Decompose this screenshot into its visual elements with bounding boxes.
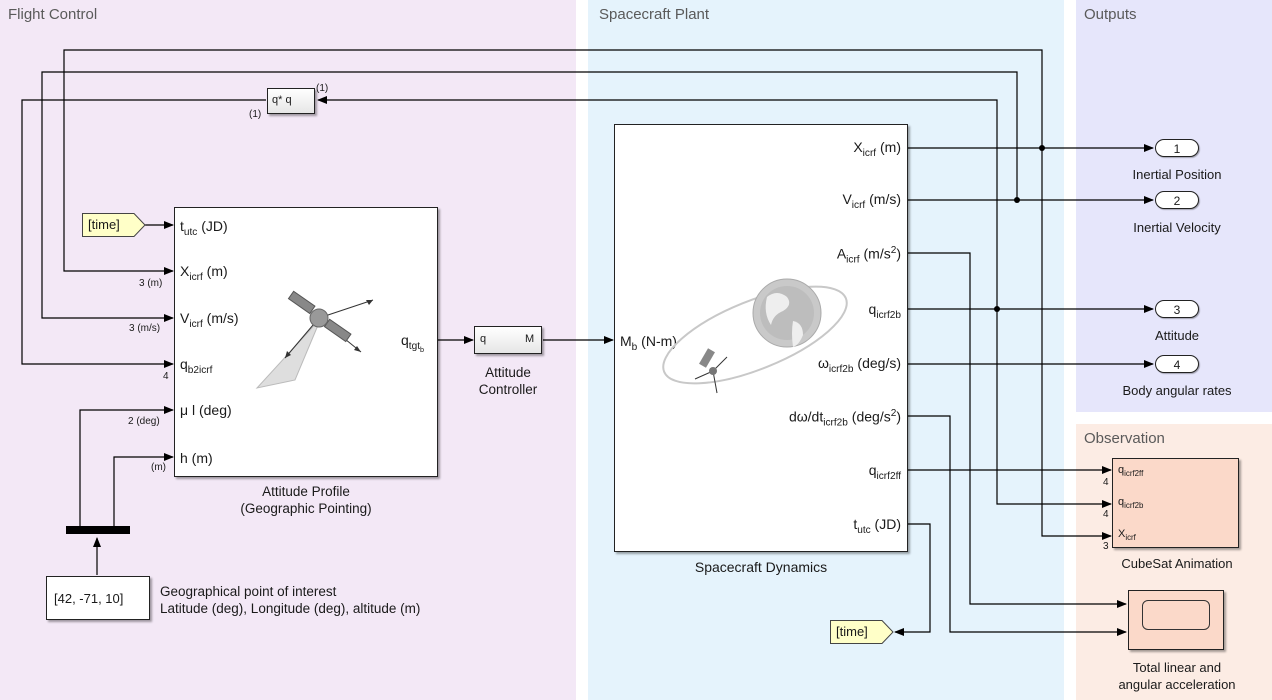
acceleration-scope-block[interactable]: [1128, 590, 1224, 650]
attitude-controller-caption: Attitude Controller: [468, 364, 548, 398]
satellite-pointing-icon: [245, 288, 385, 398]
poi-constant-block[interactable]: [42, -71, 10]: [46, 576, 150, 620]
quaternion-conjugate-block[interactable]: q* q: [267, 88, 315, 114]
time-goto-tag[interactable]: [time]: [830, 620, 894, 644]
time-from-tag[interactable]: [time]: [82, 213, 146, 237]
demux-bar: [66, 526, 130, 534]
anim-dim-qff: 4: [1103, 477, 1109, 488]
outport-inertial-position-label: Inertial Position: [1100, 166, 1254, 183]
profile-in-lat: μ l (deg): [180, 402, 232, 418]
dim-q: 4: [163, 371, 169, 382]
profile-out-qtgt: qtgtb: [401, 332, 424, 354]
spacecraft-dynamics-caption: Spacecraft Dynamics: [654, 559, 868, 576]
controller-out-m: M: [525, 333, 534, 345]
cubesat-animation-block[interactable]: qicrf2ff qicrf2b Xicrf: [1112, 458, 1239, 548]
outport-inertial-position[interactable]: 1: [1155, 139, 1199, 157]
anim-in-qb: qicrf2b: [1118, 496, 1143, 510]
outport-inertial-velocity-label: Inertial Velocity: [1100, 219, 1254, 236]
dyn-out-x: Xicrf (m): [853, 139, 901, 159]
junction-x: [1039, 145, 1045, 151]
acc-lin-line: [907, 253, 1126, 604]
poi-note: Geographical point of interest Latitude …: [160, 583, 420, 617]
profile-in-tutc: tutc (JD): [180, 218, 228, 238]
profile-in-q: qb2icrf: [180, 356, 212, 376]
dyn-out-a: Aicrf (m/s2): [837, 245, 901, 265]
anim-qb-line: [997, 309, 1111, 504]
outport-body-rates-label: Body angular rates: [1100, 382, 1254, 399]
junction-q: [994, 306, 1000, 312]
dim-h: (m): [151, 462, 166, 473]
dyn-out-q: qicrf2b: [869, 301, 901, 321]
acc-ang-line: [907, 416, 1126, 632]
anim-dim-qb: 4: [1103, 509, 1109, 520]
profile-in-v: Vicrf (m/s): [180, 310, 239, 330]
dim-x: 3 (m): [139, 278, 162, 289]
poi-constant-value: [42, -71, 10]: [54, 591, 123, 606]
controller-in-q: q: [480, 333, 486, 345]
dyn-out-v: Vicrf (m/s): [842, 191, 901, 211]
dim-lat: 2 (deg): [128, 416, 160, 427]
profile-in-h: h (m): [180, 450, 213, 466]
dim-v: 3 (m/s): [129, 323, 160, 334]
outport-attitude-label: Attitude: [1100, 327, 1254, 344]
anim-in-x: Xicrf: [1118, 528, 1136, 542]
cubesat-animation-caption: CubeSat Animation: [1100, 555, 1254, 572]
time-from-label: [time]: [88, 217, 120, 232]
spacecraft-dynamics-block[interactable]: Mb (N-m) Xicrf (m) Vicrf (m/s) Aicrf (m/…: [614, 124, 908, 552]
outport-attitude[interactable]: 3: [1155, 300, 1199, 318]
anim-dim-x: 3: [1103, 541, 1109, 552]
conj-in-dim: (1): [249, 109, 261, 120]
time-goto-label: [time]: [836, 624, 868, 639]
attitude-profile-caption: Attitude Profile (Geographic Pointing): [196, 483, 416, 517]
anim-in-qff: qicrf2ff: [1118, 464, 1143, 478]
dyn-out-qff: qicrf2ff: [869, 462, 901, 482]
attitude-controller-block[interactable]: q M: [474, 326, 542, 354]
conj-out-dim: (1): [316, 83, 328, 94]
outport-inertial-velocity[interactable]: 2: [1155, 191, 1199, 209]
earth-orbit-icon: [655, 275, 855, 415]
conj-label: q* q: [272, 94, 292, 106]
scope-screen: [1142, 600, 1210, 630]
dyn-out-tutc: tutc (JD): [853, 516, 901, 536]
profile-in-x: Xicrf (m): [180, 263, 228, 283]
outport-body-rates[interactable]: 4: [1155, 355, 1199, 373]
attitude-profile-block[interactable]: tutc (JD) Xicrf (m) Vicrf (m/s) qb2icrf …: [174, 207, 438, 477]
junction-v: [1014, 197, 1020, 203]
acceleration-scope-caption: Total linear and angular acceleration: [1100, 659, 1254, 693]
